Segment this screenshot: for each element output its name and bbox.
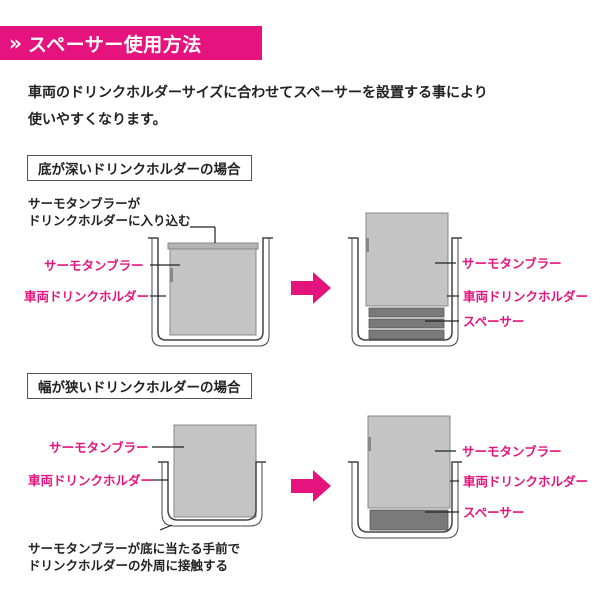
narrow-note-line-2: ドリンクホルダーの外周に接触する — [28, 558, 229, 573]
section-title-deep-holder: 底が深いドリンクホルダーの場合 — [27, 155, 252, 181]
tumbler-deep-before — [169, 244, 257, 336]
deep-left-holder-label: 車両ドリンクホルダー — [24, 289, 150, 304]
narrow-holder-left — [158, 461, 266, 521]
deep-before-group — [148, 226, 273, 347]
narrow-right-spacer-label: スペーサー — [463, 505, 525, 520]
deep-holder-left — [148, 237, 273, 341]
right-arrow-icon — [291, 470, 331, 502]
deep-right-tumbler-label: サーモタンブラー — [462, 256, 562, 271]
deep-note-line-1: サーモタンブラーが — [28, 196, 141, 211]
tumbler-narrow-before — [173, 424, 257, 518]
deep-note-line-2: ドリンクホルダーに入り込む — [28, 213, 191, 228]
right-arrow-icon — [291, 272, 331, 304]
tumbler-deep-after — [365, 212, 449, 307]
intro-text: 車両のドリンクホルダーサイズに合わせてスペーサーを設置する事により 使いやすくな… — [28, 80, 588, 134]
narrow-after-group — [348, 415, 462, 539]
narrow-right-holder-label: 車両ドリンクホルダー — [463, 474, 589, 489]
double-chevron-icon: » — [9, 31, 22, 55]
deep-after-group — [348, 212, 462, 347]
deep-left-tumbler-label: サーモタンブラー — [44, 258, 144, 273]
header-banner: » スペーサー使用方法 — [0, 26, 262, 60]
intro-line-1: 車両のドリンクホルダーサイズに合わせてスペーサーを設置する事により — [28, 85, 488, 101]
narrow-left-tumbler-label: サーモタンブラー — [49, 440, 149, 455]
narrow-left-holder-label: 車両ドリンクホルダー — [28, 473, 154, 488]
deep-right-spacer-label: スペーサー — [463, 314, 525, 329]
intro-line-2: 使いやすくなります。 — [28, 112, 167, 128]
spacer-narrow — [369, 509, 449, 531]
spacer-deep-3 — [368, 329, 445, 340]
page-title: スペーサー使用方法 — [27, 33, 202, 56]
deep-right-holder-label: 車両ドリンクホルダー — [463, 289, 589, 304]
tumbler-narrow-after — [367, 415, 451, 509]
narrow-before-group — [152, 424, 266, 531]
narrow-note-line-1: サーモタンブラーが底に当たる手前で — [28, 541, 241, 556]
section-title-narrow-holder: 幅が狭いドリンクホルダーの場合 — [27, 373, 252, 399]
narrow-right-tumbler-label: サーモタンブラー — [462, 444, 562, 459]
spacer-deep-2 — [368, 318, 445, 329]
spacer-deep-1 — [368, 307, 445, 318]
